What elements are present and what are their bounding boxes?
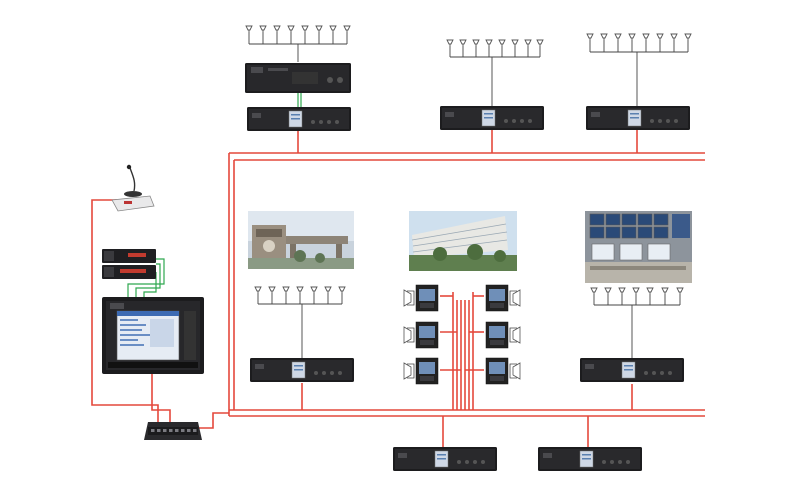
zone-amplifier-4	[249, 357, 355, 383]
zone-amplifier-3	[585, 105, 691, 131]
paging-microphone	[111, 164, 155, 212]
zone-amplifier-6	[392, 446, 498, 472]
photo-monitoring-room	[585, 211, 692, 283]
speaker-array-top-3	[586, 33, 692, 106]
speaker-array-middle-1	[254, 286, 346, 358]
control-lines	[127, 93, 302, 298]
network-switch	[144, 422, 202, 440]
photo-teaching-building	[409, 211, 517, 271]
zone-amplifier-7	[537, 446, 643, 472]
control-host	[102, 249, 204, 374]
photo-campus-gate	[248, 211, 354, 269]
zone-amplifier-1	[245, 63, 352, 132]
zone-amplifier-2	[439, 105, 545, 131]
zone-amplifier-5	[579, 357, 685, 383]
speaker-array-middle-3	[590, 287, 684, 358]
wall-terminal-group	[403, 284, 521, 385]
network-backbone	[91, 130, 705, 447]
speaker-array-top-2	[446, 39, 544, 106]
speaker-array-top-1	[245, 25, 351, 62]
